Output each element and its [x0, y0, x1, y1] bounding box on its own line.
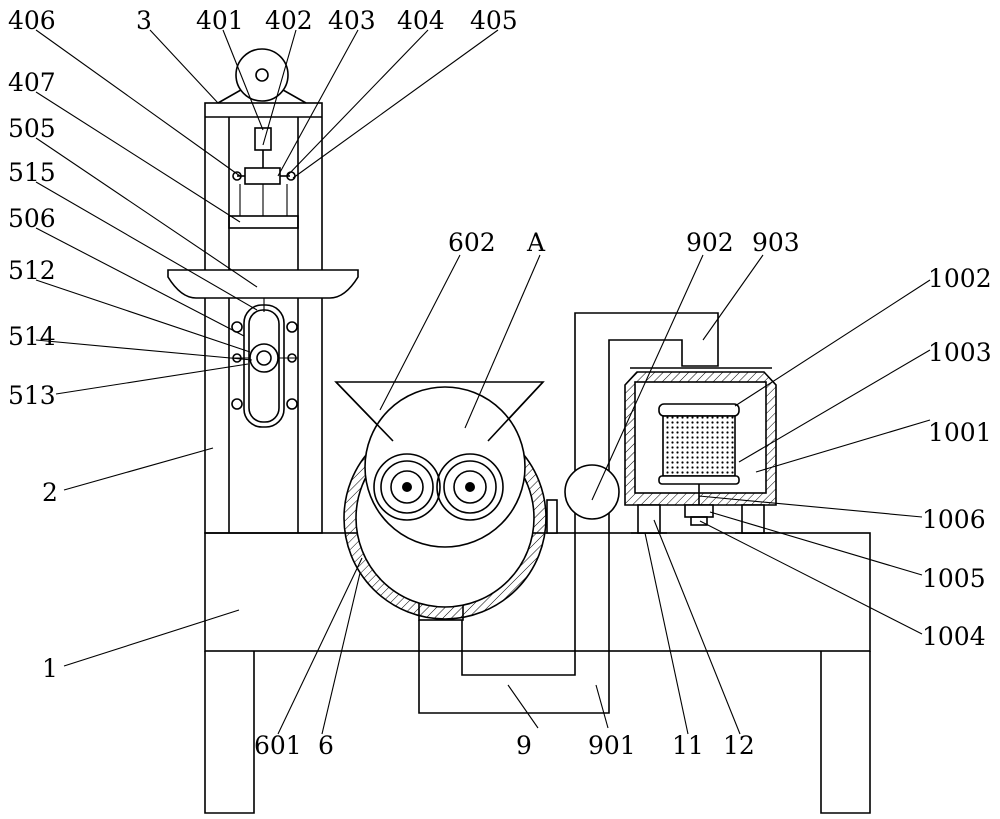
label-514: 514: [8, 322, 56, 351]
label-903: 903: [752, 228, 800, 257]
label-1004: 1004: [922, 622, 986, 651]
label-901: 901: [588, 731, 636, 760]
label-513: 513: [8, 381, 56, 410]
label-1005: 1005: [922, 564, 986, 593]
filter-tank: [624, 367, 777, 534]
label-505: 505: [8, 114, 56, 143]
label-404: 404: [397, 6, 445, 35]
vertical-column: [204, 102, 323, 534]
label-602: 602: [448, 228, 496, 257]
label-1002: 1002: [928, 264, 992, 293]
tray: [167, 269, 359, 299]
pipe: [418, 312, 719, 714]
label-12: 12: [723, 731, 755, 760]
label-2: 2: [42, 478, 58, 507]
label-403: 403: [328, 6, 376, 35]
label-506: 506: [8, 204, 56, 233]
label-902: 902: [686, 228, 734, 257]
top-pulley: [217, 48, 307, 104]
screen-basket: [229, 298, 298, 428]
part-labels: 406 3 401 402 403 404 405 407 505 515 50…: [8, 6, 992, 760]
label-406: 406: [8, 6, 56, 35]
label-1006: 1006: [922, 505, 986, 534]
base-frame: [204, 532, 871, 814]
leader-lines: [35, 29, 931, 735]
grinding-drum: [334, 381, 547, 621]
label-402: 402: [265, 6, 313, 35]
label-1: 1: [42, 654, 58, 683]
label-A: A: [526, 228, 546, 257]
label-512: 512: [8, 256, 56, 285]
label-3: 3: [136, 6, 152, 35]
label-407: 407: [8, 68, 56, 97]
label-405: 405: [470, 6, 518, 35]
label-401: 401: [196, 6, 244, 35]
label-1003: 1003: [928, 338, 992, 367]
label-601: 601: [254, 731, 302, 760]
label-11: 11: [672, 731, 704, 760]
label-515: 515: [8, 158, 56, 187]
label-6: 6: [318, 731, 334, 760]
label-9: 9: [516, 731, 532, 760]
label-1001: 1001: [928, 418, 992, 447]
